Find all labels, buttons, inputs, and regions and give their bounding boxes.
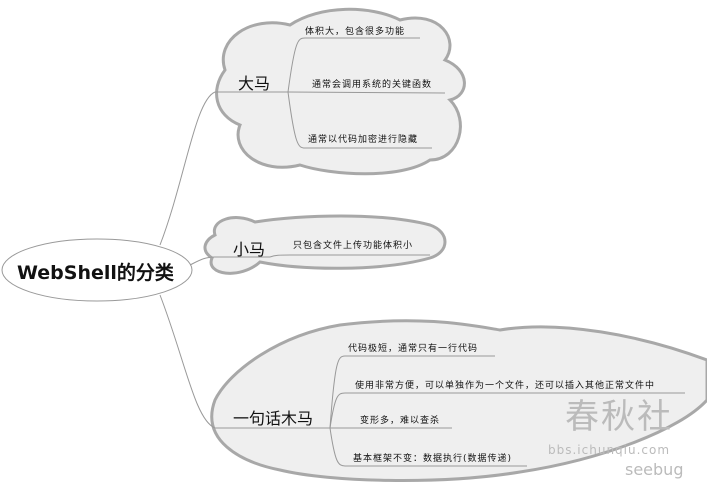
leaf: 通常以代码加密进行隐藏	[308, 135, 419, 145]
root-node: WebShell的分类	[17, 262, 174, 284]
branch-xiaoma: 小马	[233, 240, 266, 259]
branch-yijuhua: 一句话木马	[233, 409, 314, 428]
watermark-url: bbs.ichunqiu.com	[548, 443, 671, 457]
watermark-brand: 春秋社	[565, 397, 673, 437]
root-node-ellipse	[1, 238, 193, 302]
leaf: 只包含文件上传功能体积小	[293, 241, 414, 251]
watermark-partner: seebug	[625, 460, 684, 479]
cloud-xiaoma	[203, 214, 447, 275]
leaf: 基本框架不变：数据执行(数据传递)	[353, 454, 513, 464]
leaf: 变形多，难以查杀	[360, 416, 441, 426]
leaf: 体积大，包含很多功能	[305, 27, 406, 37]
branch-dama: 大马	[238, 74, 271, 93]
cloud-dama	[215, 7, 466, 176]
leaf: 通常会调用系统的关键函数	[312, 80, 433, 90]
leaf: 代码极短，通常只有一行代码	[348, 344, 479, 354]
leaf: 使用非常方便，可以单独作为一个文件，还可以插入其他正常文件中	[355, 381, 656, 391]
